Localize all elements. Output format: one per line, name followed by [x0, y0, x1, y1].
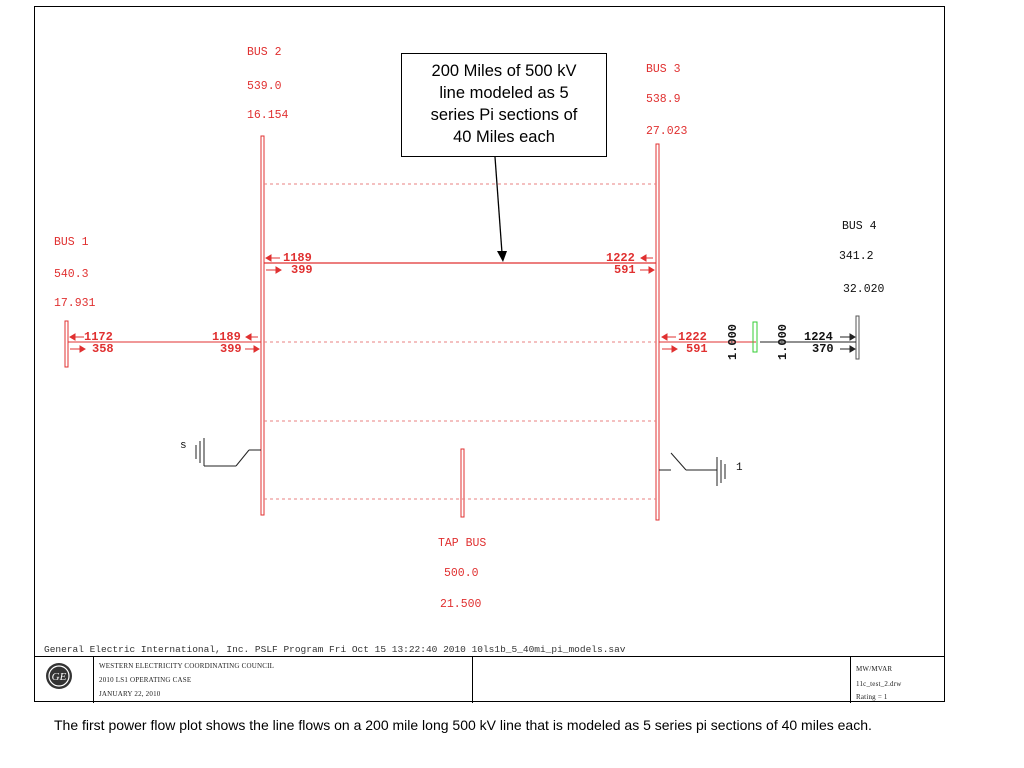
bus4-bar: [855, 315, 860, 360]
bus4-mw-flow: 1224: [804, 330, 833, 344]
council-text: WESTERN ELECTRICITY COORDINATING COUNCIL: [99, 662, 275, 670]
tap-bus-angle: 21.500: [440, 598, 482, 611]
callout-line-2: line modeled as 5: [439, 84, 569, 102]
bus2-shunt-label: s: [180, 440, 187, 452]
bus4-name: BUS 4: [842, 220, 877, 233]
svg-text:GE: GE: [52, 671, 67, 683]
bus4-mvar-flow: 370: [812, 342, 834, 356]
bus2-left-mvar-flow: 399: [220, 342, 242, 356]
bus2-name: BUS 2: [247, 46, 282, 59]
callout-line-4: 40 Miles each: [453, 128, 555, 146]
callout-line-3: series Pi sections of: [430, 106, 578, 124]
bus4-angle: 32.020: [843, 283, 885, 296]
slide-caption: The first power flow plot shows the line…: [54, 717, 872, 733]
bus2-angle: 16.154: [247, 109, 289, 122]
callout-box: 200 Miles of 500 kV line modeled as 5 se…: [401, 53, 607, 157]
bus3-angle: 27.023: [646, 125, 688, 138]
xfmr-coil: [752, 321, 758, 353]
program-info-line: General Electric International, Inc. PSL…: [44, 644, 626, 655]
bus3-right-mw-flow: 1222: [678, 330, 707, 344]
bus3-top-mw-flow: 1222: [606, 251, 635, 265]
drawing-file-text: 11c_test_2.drw: [856, 680, 902, 688]
bus3-name: BUS 3: [646, 63, 681, 76]
callout-arrowhead: [497, 251, 507, 262]
drawing-frame: [34, 6, 945, 702]
bus3-bar: [655, 143, 660, 521]
callout-arrow-line: [494, 156, 503, 254]
bus3-shunt-label: 1: [736, 462, 743, 474]
callout-line-1: 200 Miles of 500 kV: [431, 62, 577, 80]
tap-bus-voltage: 500.0: [444, 567, 479, 580]
flow-arrows: [69, 254, 678, 353]
date-text: JANUARY 22, 2010: [99, 690, 161, 698]
bus2-voltage: 539.0: [247, 80, 282, 93]
bus1-voltage: 540.3: [54, 268, 89, 281]
bus1-angle: 17.931: [54, 297, 96, 310]
xfmr-tap-ratio-2: 1.000: [776, 323, 790, 360]
bus3-right-mvar-flow: 591: [686, 342, 708, 356]
title-block-main: WESTERN ELECTRICITY COORDINATING COUNCIL…: [93, 657, 473, 703]
xfmr-tap-ratio-1: 1.000: [726, 323, 740, 360]
tap-bus-bar: [460, 448, 465, 518]
bus4-flow-arrows: [840, 333, 856, 353]
bus1-name: BUS 1: [54, 236, 89, 249]
bus3-shunt-symbol: [659, 452, 726, 486]
bus2-left-mw-flow: 1189: [212, 330, 241, 344]
units-text: MW/MVAR: [856, 665, 893, 673]
ge-logo-icon: GE: [46, 663, 72, 689]
bus1-bar: [64, 320, 69, 368]
title-block-blank: [472, 657, 850, 703]
bus3-top-mvar-flow: 591: [614, 263, 636, 277]
bus1-mvar-flow: 358: [92, 342, 114, 356]
case-text: 2010 LS1 OPERATING CASE: [99, 676, 192, 684]
title-block-info: MW/MVAR 11c_test_2.drw Rating = 1: [850, 657, 945, 703]
bus2-shunt-symbol: [195, 438, 261, 467]
bus3-voltage: 538.9: [646, 93, 681, 106]
bus4-voltage: 341.2: [839, 250, 874, 263]
bus2-bar: [260, 135, 265, 516]
tap-bus-name: TAP BUS: [438, 537, 487, 550]
bus2-top-mw-flow: 1189: [283, 251, 312, 265]
bus1-mw-flow: 1172: [84, 330, 113, 344]
rating-text: Rating = 1: [856, 693, 888, 701]
title-block: WESTERN ELECTRICITY COORDINATING COUNCIL…: [35, 656, 945, 703]
bus2-top-mvar-flow: 399: [291, 263, 313, 277]
